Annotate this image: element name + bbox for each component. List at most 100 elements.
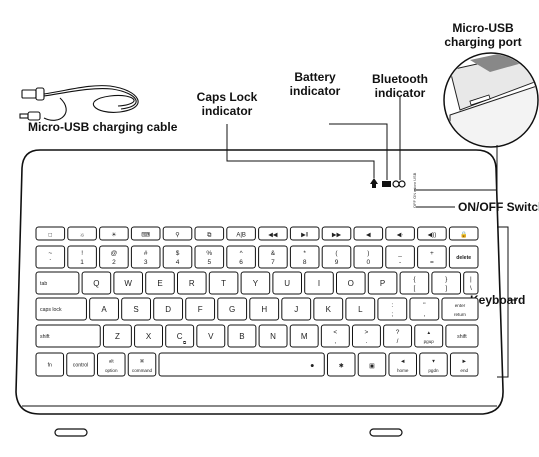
key-v-cap[interactable]: [196, 324, 226, 348]
key-period[interactable]: >.: [351, 324, 381, 348]
key-search-cap[interactable]: [162, 226, 193, 241]
key-v[interactable]: V: [196, 324, 226, 348]
key-quote-cap[interactable]: [409, 297, 440, 321]
key-w-cap[interactable]: [113, 271, 144, 295]
key-t[interactable]: T: [208, 271, 239, 295]
key-tab[interactable]: tab: [35, 271, 80, 295]
key-caps-lock[interactable]: caps lock: [35, 297, 87, 321]
key-c[interactable]: C⧉: [165, 324, 195, 348]
key-g[interactable]: G: [217, 297, 248, 321]
key-arrow-right-cap[interactable]: [449, 352, 479, 377]
key-equals[interactable]: +=: [417, 245, 447, 269]
key-s[interactable]: S: [121, 297, 152, 321]
key-p-cap[interactable]: [367, 271, 398, 295]
key-fn[interactable]: fn: [35, 352, 65, 377]
key-2[interactable]: @2: [99, 245, 129, 269]
key-7[interactable]: &7: [258, 245, 288, 269]
key-q[interactable]: Q: [81, 271, 112, 295]
key-f-cap[interactable]: [185, 297, 216, 321]
key-search[interactable]: ⚲: [162, 226, 193, 241]
key-u-cap[interactable]: [272, 271, 302, 295]
key-8[interactable]: *8: [289, 245, 320, 269]
key-c-cap[interactable]: [165, 324, 195, 348]
key-f[interactable]: F: [185, 297, 216, 321]
key-caps-lock-cap[interactable]: [35, 297, 87, 321]
key-1[interactable]: !1: [67, 245, 97, 269]
key-comma-cap[interactable]: [320, 324, 350, 348]
key-virtual-keyboard[interactable]: ⌨: [130, 226, 161, 241]
key-arrow-down[interactable]: ▼pgdn: [419, 352, 448, 377]
key-i[interactable]: I: [304, 271, 334, 295]
key-comma[interactable]: <,: [320, 324, 350, 348]
key-bracket-left-cap[interactable]: [399, 271, 430, 295]
key-3-cap[interactable]: [130, 245, 161, 269]
key-shift-right[interactable]: shift: [445, 324, 479, 348]
key-b-cap[interactable]: [227, 324, 257, 348]
key-home[interactable]: □: [35, 226, 66, 241]
key-0-cap[interactable]: [353, 245, 384, 269]
key-i-cap[interactable]: [304, 271, 334, 295]
key-a[interactable]: A: [89, 297, 119, 321]
key-language[interactable]: A|B: [226, 226, 256, 241]
key-0[interactable]: )0: [353, 245, 384, 269]
key-mute[interactable]: ◀: [353, 226, 384, 241]
key-m[interactable]: M: [289, 324, 319, 348]
key-5[interactable]: %5: [194, 245, 225, 269]
key-j[interactable]: J: [281, 297, 312, 321]
key-tab-cap[interactable]: [35, 271, 80, 295]
key-a-cap[interactable]: [89, 297, 119, 321]
key-option-cap[interactable]: [96, 352, 126, 377]
key-backslash[interactable]: |\: [463, 271, 479, 295]
key-space-cap[interactable]: [158, 352, 325, 377]
key-x-cap[interactable]: [134, 324, 164, 348]
key-h[interactable]: H: [249, 297, 280, 321]
key-d[interactable]: D: [153, 297, 184, 321]
key-arrow-right[interactable]: ▶end: [449, 352, 479, 377]
key-g-cap[interactable]: [217, 297, 248, 321]
key-fast-forward[interactable]: ▶▶: [321, 226, 352, 241]
key-o[interactable]: O: [336, 271, 366, 295]
key-photo-cap[interactable]: [357, 352, 387, 377]
key-shift-left[interactable]: shift: [35, 324, 101, 348]
key-quote[interactable]: ",: [409, 297, 440, 321]
key-l-cap[interactable]: [345, 297, 376, 321]
key-brightness-up-cap[interactable]: [99, 226, 129, 241]
key-arrow-up[interactable]: ▲pgup: [414, 324, 444, 348]
key-home-cap[interactable]: [35, 226, 66, 241]
key-virtual-keyboard-cap[interactable]: [130, 226, 161, 241]
key-space[interactable]: ●: [158, 352, 325, 377]
key-bracket-right[interactable]: }]: [431, 271, 461, 295]
key-volume-down-cap[interactable]: [385, 226, 415, 241]
key-n[interactable]: N: [258, 324, 288, 348]
key-y[interactable]: Y: [240, 271, 271, 295]
key-7-cap[interactable]: [258, 245, 288, 269]
key-d-cap[interactable]: [153, 297, 184, 321]
key-language-cap[interactable]: [226, 226, 256, 241]
key-6[interactable]: ^6: [226, 245, 256, 269]
key-command[interactable]: ⌘command: [127, 352, 157, 377]
key-command-cap[interactable]: [127, 352, 157, 377]
key-rewind-cap[interactable]: [258, 226, 288, 241]
key-return-cap[interactable]: [441, 297, 479, 321]
key-1-cap[interactable]: [67, 245, 97, 269]
key-equals-cap[interactable]: [417, 245, 447, 269]
key-slash-cap[interactable]: [383, 324, 413, 348]
key-rewind[interactable]: ◀◀: [258, 226, 288, 241]
key-tilde-cap[interactable]: [35, 245, 66, 269]
key-minus-cap[interactable]: [385, 245, 415, 269]
key-e[interactable]: E: [145, 271, 175, 295]
key-copy[interactable]: ⧉: [194, 226, 225, 241]
key-light[interactable]: ✱: [326, 352, 356, 377]
key-3[interactable]: #3: [130, 245, 161, 269]
key-k[interactable]: K: [313, 297, 344, 321]
key-brightness-up[interactable]: ☀: [99, 226, 129, 241]
key-play-pause[interactable]: ▶‖: [289, 226, 320, 241]
key-4[interactable]: $4: [162, 245, 193, 269]
key-b[interactable]: B: [227, 324, 257, 348]
key-l[interactable]: L: [345, 297, 376, 321]
key-8-cap[interactable]: [289, 245, 320, 269]
key-tilde[interactable]: ~`: [35, 245, 66, 269]
key-r-cap[interactable]: [177, 271, 207, 295]
key-fast-forward-cap[interactable]: [321, 226, 352, 241]
